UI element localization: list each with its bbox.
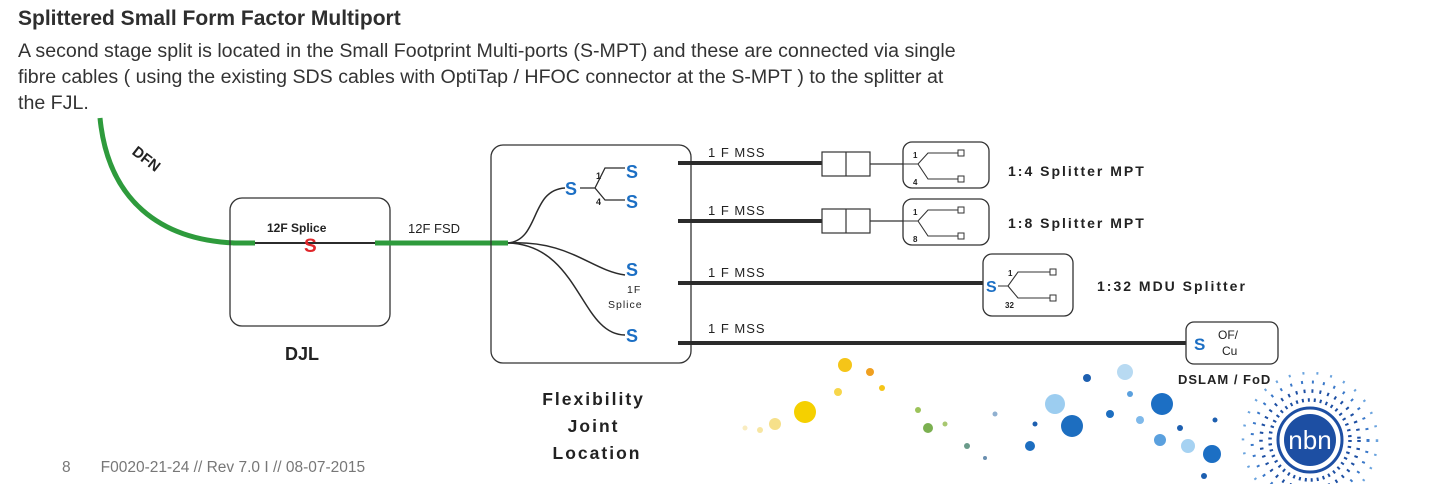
ratio-top: 1 [913,151,918,160]
ratio-top: 1 [913,208,918,217]
fjl-title-line: Flexibility [542,389,645,409]
mss-label: 1 F MSS [708,265,766,280]
splitter-mdu-1-32: S 1 32 [982,253,1074,317]
fjl-splitter-branch-top [580,167,625,189]
fjl-1f-splice-label: 1F [627,284,641,296]
djl-splice-symbol: S [304,236,317,257]
fjl-box [490,144,692,364]
fsd-label: 12F FSD [408,221,460,236]
ratio-top: 1 [1008,269,1013,278]
paragraph-line: the FJL. [18,92,89,114]
djl-title: DJL [285,344,319,364]
footer: 8 F0020-21-24 // Rev 7.0 I // 08-07-2015 [62,459,365,477]
nbn-logo-icon: nbn [1241,371,1379,484]
intro-paragraph: A second stage split is located in the S… [18,38,1318,116]
fjl-splitter-symbol: S [565,179,577,199]
ratio-bottom: 32 [1005,301,1014,310]
doc-reference: F0020-21-24 // Rev 7.0 I // 08-07-2015 [100,459,366,476]
fjl-fibre-to-1f-splice [507,242,626,276]
output-label: 1:8 Splitter MPT [1008,215,1146,231]
fjl-title-line: Location [553,443,642,463]
splitter-mpt-1-8: 1 8 [902,198,990,246]
fjl-1f-splice-label: Splice [608,299,643,311]
fjl-title: Flexibility Joint Location [542,389,652,463]
mss-label: 1 F MSS [708,321,766,336]
fjl-splitter-ratio-bottom: 4 [596,197,601,207]
fjl-splitter-branch-bottom [594,187,625,201]
output-label: DSLAM / FoD [1178,372,1271,387]
decorative-dots [742,358,1221,479]
dfn-label: DFN [129,143,164,175]
paragraph-line: fibre cables ( using the existing SDS ca… [18,66,944,88]
fjl-fibre-to-dslam [507,242,626,336]
output-label: 1:4 Splitter MPT [1008,163,1146,179]
dfn-fibre [97,117,236,246]
paragraph-line: A second stage split is located in the S… [18,40,956,62]
fjl-splice-symbol: S [626,260,638,280]
dslam-box-line: OF/ [1218,328,1239,342]
dslam-box-line: Cu [1222,344,1237,358]
dslam-box: S OF/ Cu [1185,321,1279,365]
output-label: 1:32 MDU Splitter [1097,278,1247,294]
fjl-fibre-to-splitter [507,187,566,244]
page-heading: Splittered Small Form Factor Multiport [18,7,401,30]
logo-text: nbn [1288,425,1331,455]
mss-label: 1 F MSS [708,203,766,218]
page-number: 8 [62,459,71,476]
djl-box [229,197,391,327]
djl-splice-label: 12F Splice [267,221,327,235]
mdu-splice-symbol: S [986,279,997,296]
dslam-splice-symbol: S [1194,335,1205,354]
mss-label: 1 F MSS [708,145,766,160]
fjl-splice-symbol: S [626,192,638,212]
fjl-splitter-ratio-top: 1 [596,171,601,181]
ratio-bottom: 4 [913,178,918,187]
ratio-bottom: 8 [913,235,918,244]
fjl-title-line: Joint [568,416,620,436]
fjl-splice-symbol: S [626,162,638,182]
fjl-splice-symbol: S [626,326,638,346]
splitter-mpt-1-4: 1 4 [902,141,990,189]
